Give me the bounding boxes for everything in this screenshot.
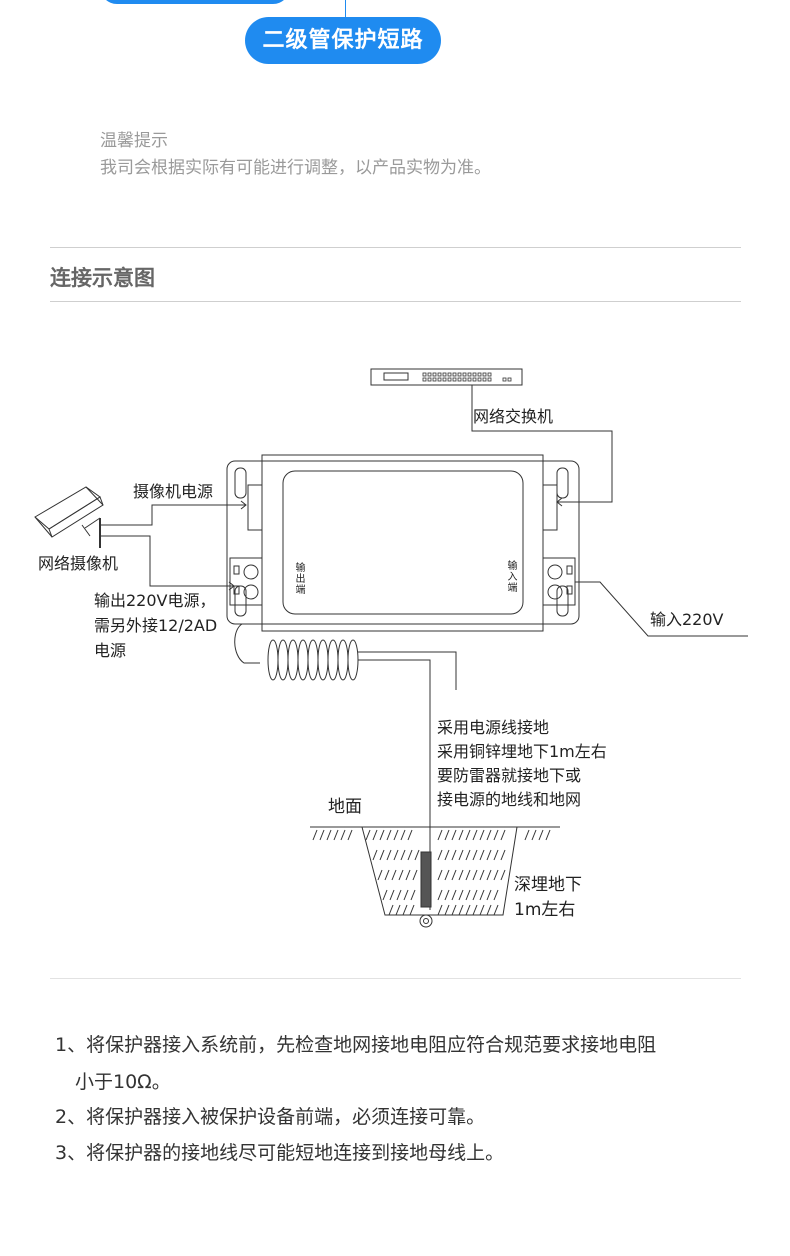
protector-face <box>282 470 524 615</box>
mount-slot <box>556 467 569 499</box>
divider <box>50 301 741 302</box>
camera-body <box>34 486 101 530</box>
tip-text: 我司会根据实际有可能进行调整，以产品实物为准。 <box>100 158 491 178</box>
output-label-line1: 输出220V电源， <box>94 591 216 610</box>
camera-label: 网络摄像机 <box>38 554 119 573</box>
ground-electrode <box>420 851 432 908</box>
ground-note-line2: 采用铜锌埋地下1m左右 <box>437 742 607 761</box>
divider <box>50 978 741 979</box>
connector-line <box>345 0 346 20</box>
mount-slot <box>234 585 247 617</box>
camera-power-label: 摄像机电源 <box>133 482 214 501</box>
input-label: 输入220V <box>650 610 724 629</box>
switch-cable <box>471 385 613 503</box>
ground-pit <box>361 826 518 916</box>
input-terminal-label: 输入端 <box>505 560 516 593</box>
tip-title: 温馨提示 <box>100 131 168 151</box>
ground-wire <box>358 651 457 690</box>
side-plate <box>542 484 558 531</box>
output-terminal-block <box>229 557 263 606</box>
mount-slot <box>234 467 247 499</box>
protector-mount <box>226 460 580 625</box>
side-plate <box>247 484 263 531</box>
depth-label-line2: 1m左右 <box>514 900 576 920</box>
diagram-drawing <box>34 368 748 928</box>
ground-note-line4: 接电源的地线和地网 <box>437 790 582 809</box>
mount-slot <box>556 585 569 617</box>
note-item: 3、将保护器的接地线尽可能短地连接到接地母线上。 <box>55 1142 505 1164</box>
note-item: 1、将保护器接入系统前，先检查地网接地电阻应符合规范要求接地电阻 <box>55 1034 657 1056</box>
note-item: 2、将保护器接入被保护设备前端，必须连接可靠。 <box>55 1106 486 1128</box>
camera-power-cable <box>100 504 246 526</box>
protector-body <box>261 454 544 632</box>
soil-hatching <box>312 829 551 916</box>
connection-diagram: 网络交换机 摄像机电源 网络摄像机 输出220V电源， 需另外接12/2AD 电… <box>0 330 790 950</box>
cable-loop <box>234 623 260 664</box>
ground-note-line1: 采用电源线接地 <box>437 718 550 737</box>
depth-label-line1: 深埋地下 <box>514 875 582 895</box>
output-terminal-label: 输出端 <box>293 562 304 595</box>
ground-ring <box>419 914 433 928</box>
input-cable <box>575 581 748 637</box>
feature-pill: 二级管保护短路 <box>245 17 441 64</box>
output-label-line2: 需另外接12/2AD <box>94 616 218 635</box>
ground-note-line3: 要防雷器就接地下或 <box>437 766 582 785</box>
top-pill-fragment <box>100 0 290 4</box>
output-cable <box>100 535 234 587</box>
switch-label: 网络交换机 <box>473 407 554 426</box>
switch-box <box>370 368 523 386</box>
divider <box>50 247 741 248</box>
note-item-continuation: 小于10Ω。 <box>75 1071 171 1093</box>
output-label-line3: 电源 <box>94 641 127 660</box>
switch-panel <box>383 372 409 381</box>
section-title: 连接示意图 <box>50 266 155 290</box>
ground-coil <box>267 639 359 681</box>
ground-surface-label: 地面 <box>328 797 362 817</box>
switch-ports <box>422 372 512 382</box>
